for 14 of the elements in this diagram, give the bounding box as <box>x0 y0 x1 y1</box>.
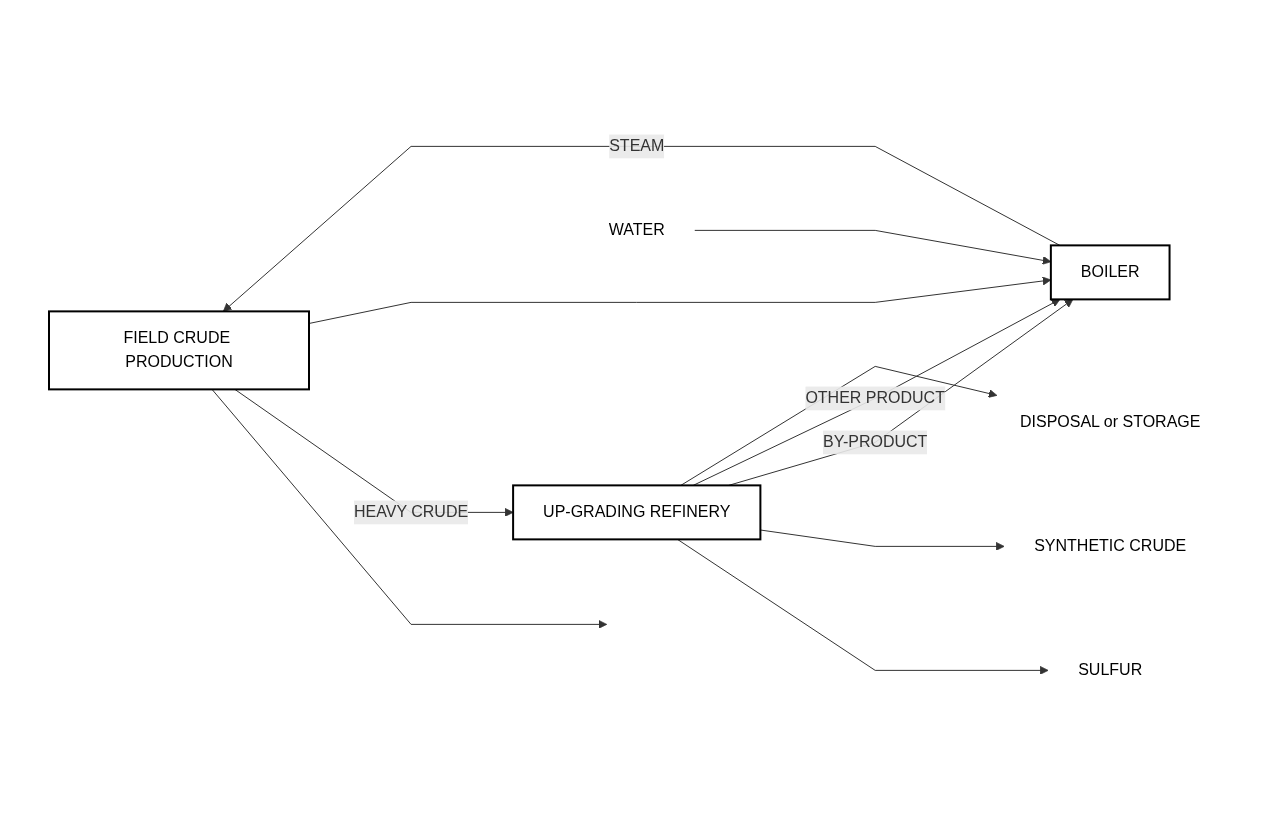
node-text: SYNTHETIC CRUDE <box>1034 537 1187 554</box>
edge-label: BY-PRODUCT <box>823 433 928 450</box>
arrow <box>677 538 1049 675</box>
edge-label: HEAVY CRUDE <box>354 503 469 520</box>
arrow <box>760 529 1005 551</box>
arrow <box>694 229 1052 265</box>
edge-label: STEAM <box>609 137 665 154</box>
node-box: UP-GRADING REFINERY <box>512 484 762 540</box>
node-box: BOILER <box>1050 244 1171 300</box>
node-text: WATER <box>609 221 666 238</box>
node-box: FIELD CRUDE PRODUCTION <box>48 310 311 390</box>
edge-label: OTHER PRODUCT <box>805 389 946 406</box>
node-text: DISPOSAL or STORAGE <box>1020 413 1201 430</box>
node-text: SULFUR <box>1078 661 1143 678</box>
